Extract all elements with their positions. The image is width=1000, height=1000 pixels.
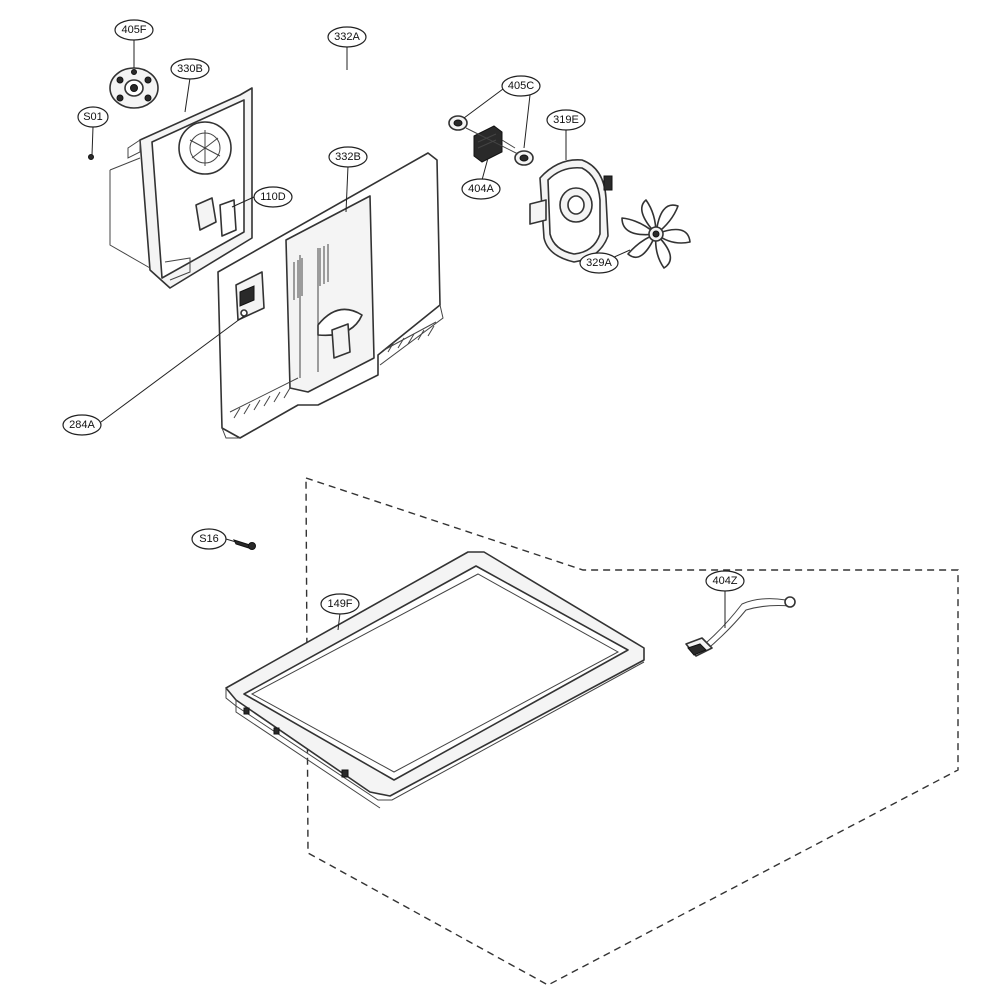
callout-330B-text: 330B	[177, 63, 203, 75]
callout-332B-text: 332B	[335, 151, 361, 163]
callout-405C-text: 405C	[508, 80, 534, 92]
part-405C-grommets	[448, 115, 534, 166]
assembly-outline	[305, 477, 959, 986]
callout-284A: 284A	[62, 414, 102, 436]
part-330B-fan-housing	[109, 87, 253, 289]
callout-110D-text: 110D	[260, 191, 286, 203]
callout-332B: 332B	[328, 146, 368, 168]
callout-332A-text: 332A	[334, 31, 360, 43]
vent-slots-left	[293, 244, 329, 300]
part-332B-evaporator-cover	[217, 152, 444, 439]
callout-404Z-text: 404Z	[712, 575, 737, 587]
callout-405F: 405F	[114, 19, 154, 41]
part-149F-shelf	[225, 551, 645, 809]
part-404Z-wire-harness	[685, 596, 796, 657]
callout-330B: 330B	[170, 58, 210, 80]
part-405F-motor-mount	[109, 67, 159, 109]
callout-404A: 404A	[461, 178, 501, 200]
callout-110D: 110D	[253, 186, 293, 208]
callout-404A-text: 404A	[468, 183, 494, 195]
callout-329A: 329A	[579, 252, 619, 274]
callout-S16-text: S16	[199, 533, 219, 545]
callout-319E: 319E	[546, 109, 586, 131]
callout-404Z: 404Z	[705, 570, 745, 592]
callout-329A-text: 329A	[586, 257, 612, 269]
callout-284A-text: 284A	[69, 419, 95, 431]
callout-405C: 405C	[501, 75, 541, 97]
callout-149F-text: 149F	[327, 598, 352, 610]
part-S16-screw	[233, 539, 256, 550]
part-329A-fan-blade	[621, 199, 691, 269]
part-404A-sensor	[473, 125, 516, 163]
callout-319E-text: 319E	[553, 114, 579, 126]
part-S01-screw	[88, 154, 94, 160]
callout-332A: 332A	[327, 26, 367, 48]
callout-405F-text: 405F	[121, 24, 146, 36]
callout-S01: S01	[77, 106, 109, 128]
callout-S01-text: S01	[83, 111, 103, 123]
leader-lines	[91, 40, 726, 631]
callout-S16: S16	[191, 528, 227, 550]
part-319E-fan-motor	[529, 159, 613, 263]
callout-149F: 149F	[320, 593, 360, 615]
